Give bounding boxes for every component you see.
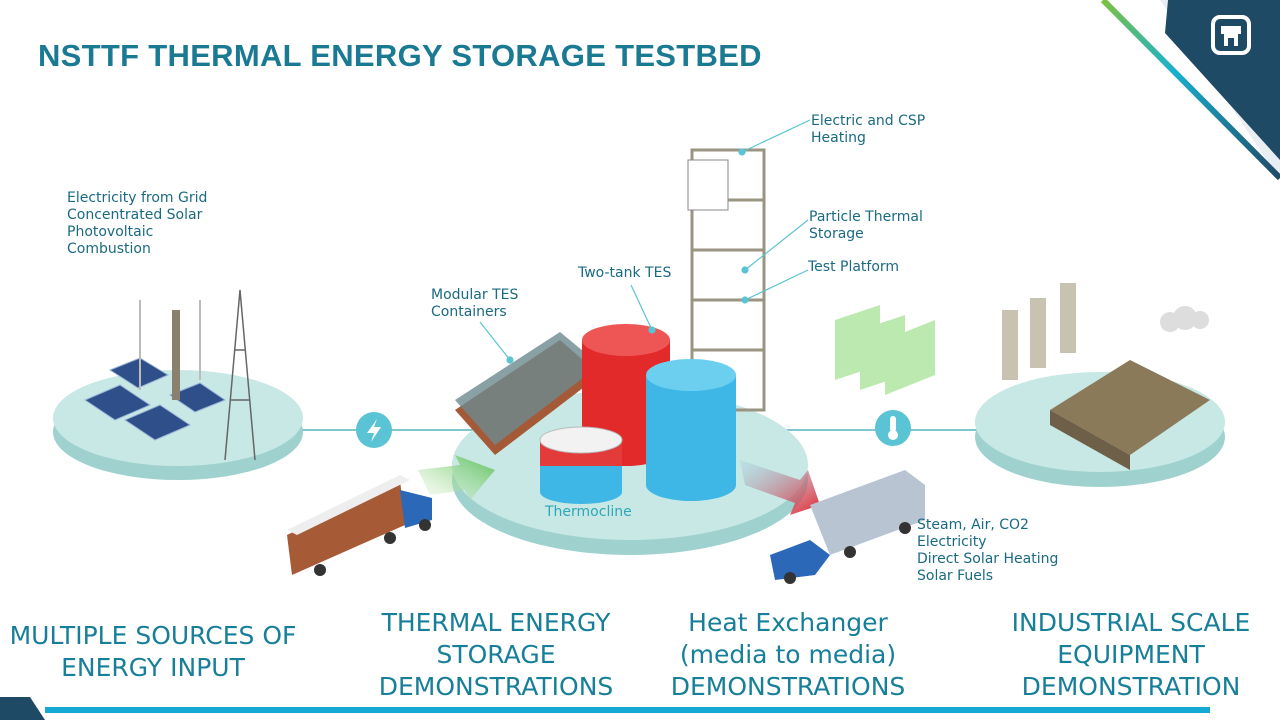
heading-line: INDUSTRIAL SCALE xyxy=(1011,608,1251,637)
source-item: Electricity from Grid xyxy=(67,190,208,206)
callout-text: Heating xyxy=(811,130,866,146)
data-panels xyxy=(835,305,935,395)
heading-sources: MULTIPLE SOURCES OF ENERGY INPUT xyxy=(8,620,298,684)
callout-heating: Electric and CSP Heating xyxy=(811,113,925,147)
platform-storage xyxy=(418,148,820,555)
output-item: Solar Fuels xyxy=(917,568,994,584)
callout-text: Electric and CSP xyxy=(811,113,926,129)
callout-text: Modular TES xyxy=(431,287,519,303)
heading-line: (media to media) xyxy=(679,640,897,669)
heading-line: Heat Exchanger xyxy=(688,608,888,637)
outputs-list: Steam, Air, CO2 Electricity Direct Solar… xyxy=(917,517,1058,585)
callout-modular-tes: Modular TES Containers xyxy=(431,287,518,321)
truck-input xyxy=(287,475,432,576)
output-item: Steam, Air, CO2 xyxy=(917,517,1029,533)
sandia-logo-icon xyxy=(1211,15,1251,55)
heading-line: EQUIPMENT xyxy=(1057,640,1205,669)
platform-industrial xyxy=(975,283,1225,487)
corner-bottom xyxy=(0,697,45,720)
callout-text: Containers xyxy=(431,304,507,320)
source-item: Photovoltaic xyxy=(67,224,154,240)
modular-tes-containers xyxy=(455,332,600,455)
thermocline-tank xyxy=(539,426,623,504)
energy-sources-list: Electricity from Grid Concentrated Solar… xyxy=(67,190,207,258)
callout-thermocline: Thermocline xyxy=(545,504,632,520)
truck-output xyxy=(770,470,925,584)
callout-two-tank: Two-tank TES xyxy=(578,265,672,281)
heading-line: MULTIPLE SOURCES OF xyxy=(9,621,297,650)
page-title: NSTTF THERMAL ENERGY STORAGE TESTBED xyxy=(38,38,762,73)
thermometer-icon xyxy=(875,410,911,446)
heading-line: ENERGY INPUT xyxy=(61,653,245,682)
callout-lines xyxy=(479,119,811,364)
heading-line: STORAGE xyxy=(436,640,556,669)
heading-line: DEMONSTRATIONS xyxy=(670,672,906,701)
bottom-rule xyxy=(45,707,1210,713)
callout-text: Particle Thermal xyxy=(809,209,923,225)
callout-particle: Particle Thermal Storage xyxy=(809,209,923,243)
source-item: Concentrated Solar xyxy=(67,207,203,223)
lightning-icon xyxy=(356,412,392,448)
platform-sources xyxy=(53,289,303,480)
callout-text: Storage xyxy=(809,226,864,242)
output-item: Electricity xyxy=(917,534,987,550)
source-item: Combustion xyxy=(67,241,151,257)
callout-test-platform: Test Platform xyxy=(808,259,900,275)
two-tank-tes xyxy=(582,324,736,501)
heading-line: DEMONSTRATION xyxy=(1021,672,1241,701)
input-arrow xyxy=(418,455,495,500)
corner-decoration xyxy=(1100,0,1280,181)
particle-tower xyxy=(687,148,766,412)
heading-exchanger: Heat Exchanger (media to media) DEMONSTR… xyxy=(658,607,918,703)
heading-line: DEMONSTRATIONS xyxy=(378,672,614,701)
output-item: Direct Solar Heating xyxy=(917,551,1059,567)
heading-storage: THERMAL ENERGY STORAGE DEMONSTRATIONS xyxy=(366,607,626,703)
heading-line: THERMAL ENERGY xyxy=(381,608,611,637)
output-arrow xyxy=(740,460,820,515)
heading-industrial: INDUSTRIAL SCALE EQUIPMENT DEMONSTRATION xyxy=(1001,607,1261,703)
